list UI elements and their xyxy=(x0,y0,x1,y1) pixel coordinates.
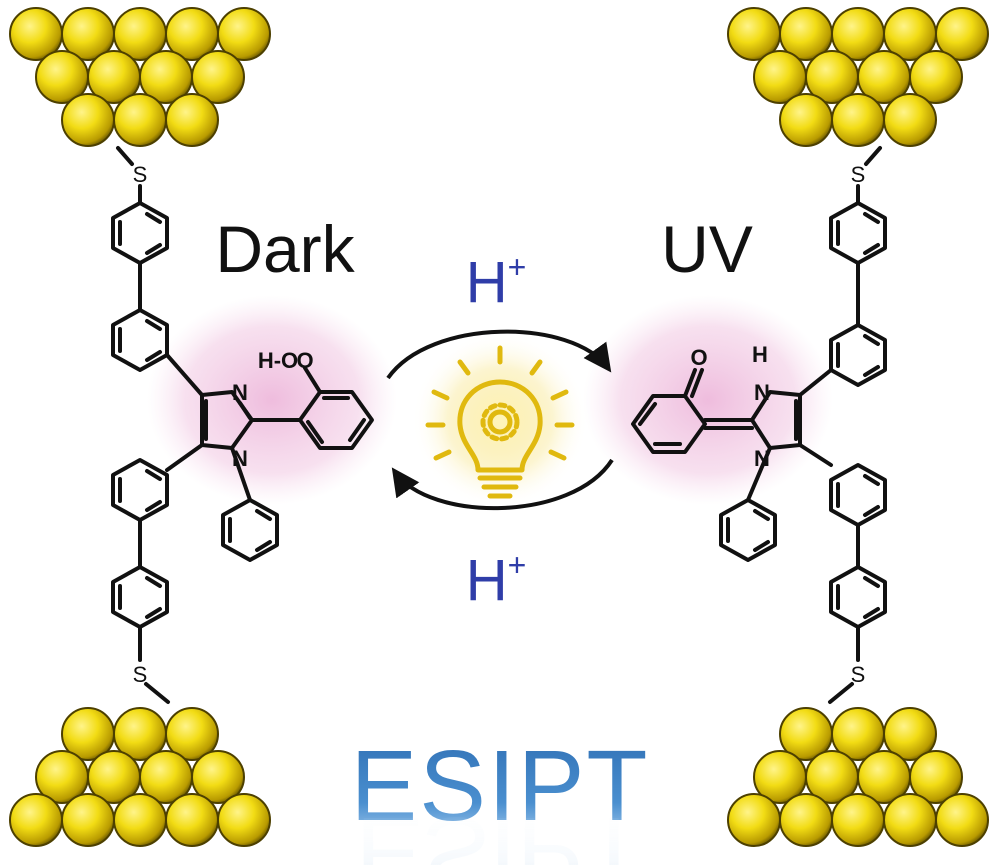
gold-atom xyxy=(165,93,219,147)
gold-atom xyxy=(165,707,219,761)
gold-electrode-bottom-right xyxy=(727,707,989,847)
gold-atom xyxy=(909,750,963,804)
enol-oh-label: H-O xyxy=(258,348,298,373)
gold-atom xyxy=(191,750,245,804)
uv-label: UV xyxy=(661,212,753,286)
proton-label-top: H+ xyxy=(466,249,527,315)
molecule-keto-form xyxy=(631,146,887,704)
nitrogen-label-left-lower: N xyxy=(232,446,248,471)
nh-hydrogen-label: H xyxy=(752,342,768,367)
gold-atom xyxy=(883,707,937,761)
sulfur-label-bottom-left: S xyxy=(133,662,148,687)
gold-atom xyxy=(165,793,219,847)
esipt-title: ESIPT xyxy=(351,730,650,842)
lightbulb-gear-icon xyxy=(425,345,575,499)
nitrogen-label-left-upper: N xyxy=(232,380,248,405)
gold-atom xyxy=(61,93,115,147)
gold-atom xyxy=(883,93,937,147)
nitrogen-label-right-lower: N xyxy=(754,446,770,471)
reaction-glow-right xyxy=(583,295,833,505)
gold-atom xyxy=(935,793,989,847)
gold-atom xyxy=(909,50,963,104)
dark-label: Dark xyxy=(215,212,355,286)
gold-atom xyxy=(61,793,115,847)
sulfur-label-top-left: S xyxy=(133,162,148,187)
gold-atom xyxy=(831,793,885,847)
sulfur-label-bottom-right: S xyxy=(851,662,866,687)
nitrogen-label-right-upper: N xyxy=(754,380,770,405)
forward-arrow xyxy=(386,329,612,380)
oxygen-label-left: O xyxy=(296,348,313,373)
gold-atom xyxy=(9,793,63,847)
proton-bottom-charge: + xyxy=(508,547,527,583)
gold-atom xyxy=(113,93,167,147)
proton-bottom-symbol: H xyxy=(466,548,508,613)
gold-atom xyxy=(779,793,833,847)
gold-atom xyxy=(217,7,271,61)
oxygen-label-right: O xyxy=(690,345,707,370)
gold-atom xyxy=(831,93,885,147)
proton-top-charge: + xyxy=(508,249,527,285)
gold-atom xyxy=(883,793,937,847)
gold-electrode-top-right xyxy=(727,7,989,147)
gold-atom xyxy=(935,7,989,61)
reverse-arrow xyxy=(391,458,614,511)
bulb-glow xyxy=(412,332,588,508)
proton-label-bottom: H+ xyxy=(466,547,527,613)
proton-top-symbol: H xyxy=(466,250,508,315)
reaction-glow-left xyxy=(147,295,397,505)
gold-atom xyxy=(727,793,781,847)
gold-electrode-top-left xyxy=(9,7,271,147)
gold-atom xyxy=(113,793,167,847)
gold-atom xyxy=(217,793,271,847)
molecule-enol-form xyxy=(111,146,374,704)
sulfur-label-top-right: S xyxy=(851,162,866,187)
gold-electrode-bottom-left xyxy=(9,707,271,847)
gold-atom xyxy=(779,93,833,147)
esipt-title-reflection: ESIPT xyxy=(356,796,645,865)
gold-atom xyxy=(191,50,245,104)
